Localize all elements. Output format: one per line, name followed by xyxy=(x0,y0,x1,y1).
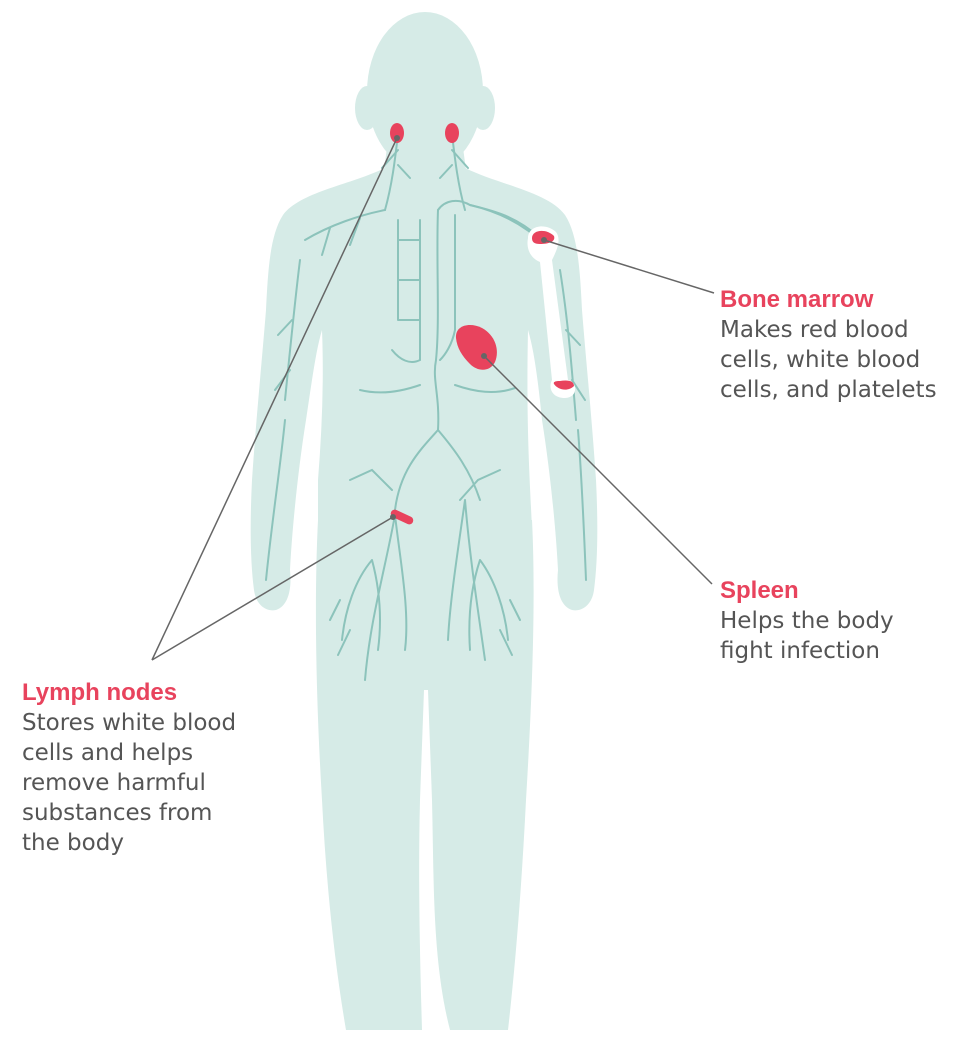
spleen-title: Spleen xyxy=(720,578,960,604)
bone-marrow-description: Makes red blood cells, white blood cells… xyxy=(720,315,976,405)
bone-marrow-title: Bone marrow xyxy=(720,287,976,313)
spleen-description: Helps the body fight infection xyxy=(720,606,960,666)
body-silhouette xyxy=(251,12,598,1030)
legs xyxy=(316,520,534,1030)
bone-marrow-callout: Bone marrow Makes red blood cells, white… xyxy=(720,287,976,405)
lymph-nodes-callout: Lymph nodes Stores white blood cells and… xyxy=(22,680,302,858)
right-ear xyxy=(471,86,495,130)
lymph-nodes-title: Lymph nodes xyxy=(22,680,302,706)
lymph-nodes-description: Stores white blood cells and helps remov… xyxy=(22,708,302,858)
lymph-node-neck-right xyxy=(445,123,459,143)
left-ear xyxy=(355,86,379,130)
spleen-callout: Spleen Helps the body fight infection xyxy=(720,578,960,666)
